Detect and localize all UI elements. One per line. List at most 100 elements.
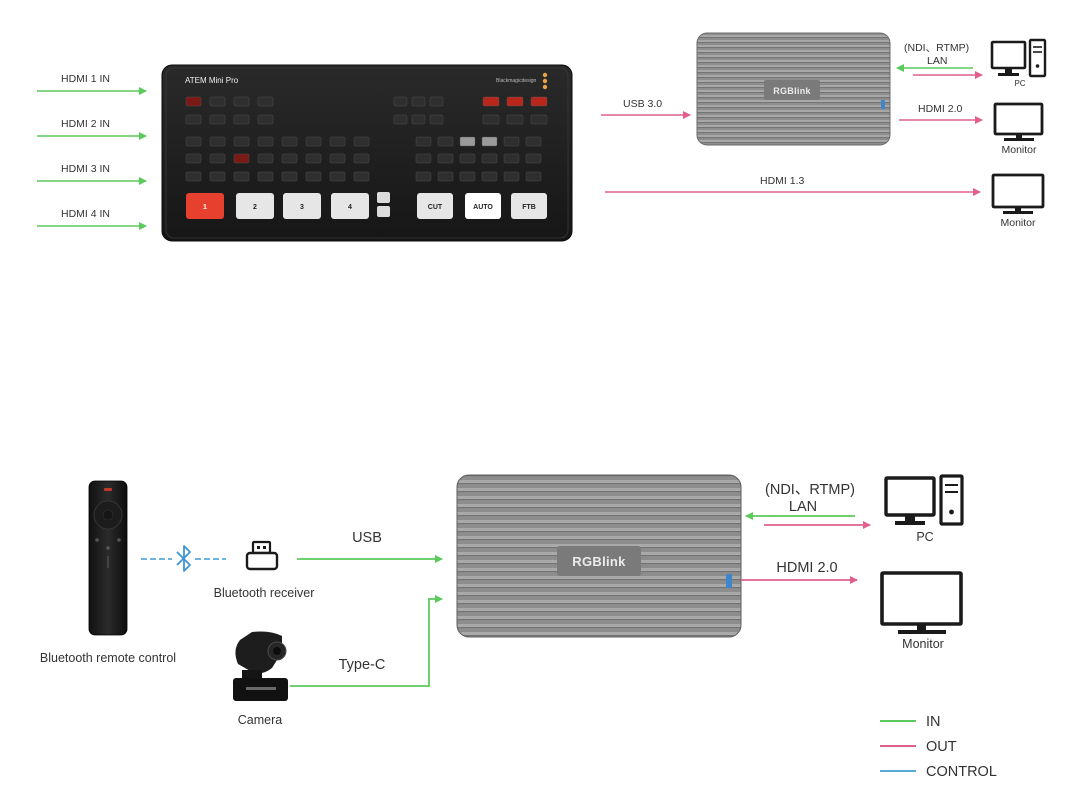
typec-in-arrow bbox=[290, 595, 443, 687]
switcher-small-key bbox=[233, 96, 250, 107]
switcher-small-key bbox=[481, 153, 498, 164]
pc-label-bottom: PC bbox=[916, 530, 933, 544]
hdmi2-in-label: HDMI 2 IN bbox=[61, 118, 110, 130]
key-ftb-label: FTB bbox=[522, 204, 536, 211]
receiver-label: Bluetooth receiver bbox=[214, 586, 315, 600]
switcher-small-key bbox=[185, 171, 202, 182]
switcher-small-key bbox=[353, 153, 370, 164]
switcher-small-key bbox=[209, 136, 226, 147]
switcher-small-key bbox=[482, 114, 500, 125]
device-logo-small: RGBlink bbox=[773, 86, 811, 96]
switcher-small-key bbox=[503, 171, 520, 182]
key-auto-label: AUTO bbox=[473, 204, 493, 211]
hdmi4-in-label: HDMI 4 IN bbox=[61, 208, 110, 220]
key-2-label: 2 bbox=[253, 204, 257, 211]
switcher-small-key bbox=[185, 114, 202, 125]
switcher-small-key bbox=[209, 96, 226, 107]
switcher-small-key bbox=[353, 171, 370, 182]
switcher-small-key bbox=[353, 136, 370, 147]
key-cut-label: CUT bbox=[428, 204, 443, 211]
switcher-small-key bbox=[437, 153, 454, 164]
monitor1-label: Monitor bbox=[1001, 144, 1037, 156]
lan-label-line2-bottom: LAN bbox=[789, 499, 817, 515]
legend: IN OUT CONTROL bbox=[880, 714, 997, 780]
switcher-brand: Blackmagicdesign bbox=[496, 78, 537, 84]
legend-out-label: OUT bbox=[926, 739, 957, 755]
switcher-small-key bbox=[185, 136, 202, 147]
switcher-small-key bbox=[506, 96, 524, 107]
lan-label-line1-bottom: (NDI、RTMP) bbox=[765, 482, 855, 498]
usb30-label: USB 3.0 bbox=[623, 98, 662, 110]
key-4-label: 4 bbox=[348, 204, 352, 211]
typec-label: Type-C bbox=[339, 657, 386, 673]
top-diagram: HDMI 1 IN HDMI 2 IN HDMI 3 IN HDMI 4 IN … bbox=[37, 32, 1047, 242]
switcher-small-key bbox=[415, 153, 432, 164]
switcher-small-key bbox=[415, 171, 432, 182]
switcher-small-key bbox=[281, 171, 298, 182]
switcher-small-key bbox=[482, 96, 500, 107]
monitor-icon bbox=[993, 102, 1044, 141]
switcher-small-key bbox=[233, 153, 250, 164]
switcher-small-key bbox=[257, 171, 274, 182]
atem-switcher: ATEM Mini Pro Blackmagicdesign 1 2 bbox=[161, 64, 573, 242]
switcher-title: ATEM Mini Pro bbox=[185, 76, 239, 85]
switcher-small-key bbox=[185, 96, 202, 107]
switcher-small-key bbox=[411, 96, 426, 107]
switcher-small-key bbox=[209, 153, 226, 164]
bottom-diagram: Bluetooth remote control Bluetooth recei… bbox=[40, 474, 997, 780]
switcher-small-key bbox=[233, 136, 250, 147]
key-1-label: 1 bbox=[203, 204, 207, 211]
lan-label-line1-top: (NDI、RTMP) bbox=[904, 42, 969, 54]
switcher-small-key bbox=[393, 114, 408, 125]
switcher-small-key bbox=[503, 136, 520, 147]
hdmi3-in-label: HDMI 3 IN bbox=[61, 163, 110, 175]
switcher-small-key bbox=[459, 153, 476, 164]
switcher-small-key bbox=[185, 153, 202, 164]
switcher-small-key bbox=[525, 136, 542, 147]
switcher-small-key bbox=[233, 171, 250, 182]
switcher-small-key bbox=[411, 114, 426, 125]
switcher-small-key bbox=[503, 153, 520, 164]
legend-control-label: CONTROL bbox=[926, 764, 997, 780]
switcher-small-key bbox=[459, 171, 476, 182]
switcher-small-keys bbox=[185, 96, 548, 182]
switcher-small-key bbox=[209, 114, 226, 125]
rgblink-device-large: RGBlink bbox=[456, 474, 742, 638]
device-logo-large: RGBlink bbox=[572, 554, 626, 569]
switcher-small-key bbox=[525, 171, 542, 182]
camera-label: Camera bbox=[238, 713, 283, 727]
hdmi20-label-top: HDMI 2.0 bbox=[918, 103, 963, 115]
hdmi13-label: HDMI 1.3 bbox=[760, 175, 805, 187]
camera-icon bbox=[233, 631, 288, 701]
usb-label: USB bbox=[352, 530, 382, 546]
switcher-small-key bbox=[329, 136, 346, 147]
switcher-small-key bbox=[459, 136, 476, 147]
switcher-small-key bbox=[429, 114, 444, 125]
remote-control-icon bbox=[88, 480, 128, 636]
switcher-small-key bbox=[257, 114, 274, 125]
legend-in-label: IN bbox=[926, 714, 941, 730]
pc-icon bbox=[884, 474, 964, 526]
switcher-small-key bbox=[305, 171, 322, 182]
switcher-small-key bbox=[415, 136, 432, 147]
monitor2-label: Monitor bbox=[1000, 217, 1036, 229]
switcher-small-key bbox=[429, 96, 444, 107]
switcher-small-key bbox=[393, 96, 408, 107]
rgblink-device-small: RGBlink bbox=[696, 32, 891, 146]
switcher-small-key bbox=[481, 171, 498, 182]
switcher-big-keys: 1 2 3 4 CUT AUTO FTB bbox=[186, 192, 547, 219]
switcher-small-key bbox=[530, 96, 548, 107]
lan-label-line2-top: LAN bbox=[927, 55, 947, 67]
switcher-small-key bbox=[525, 153, 542, 164]
monitor-icon bbox=[991, 173, 1045, 214]
switcher-small-key bbox=[329, 153, 346, 164]
switcher-small-key bbox=[305, 153, 322, 164]
switcher-small-key bbox=[305, 136, 322, 147]
brand-dots-icon bbox=[542, 72, 548, 90]
monitor-label-bottom: Monitor bbox=[902, 637, 944, 651]
switcher-small-key bbox=[329, 171, 346, 182]
switcher-small-key bbox=[481, 136, 498, 147]
switcher-small-key bbox=[281, 136, 298, 147]
key-3-label: 3 bbox=[300, 204, 304, 211]
